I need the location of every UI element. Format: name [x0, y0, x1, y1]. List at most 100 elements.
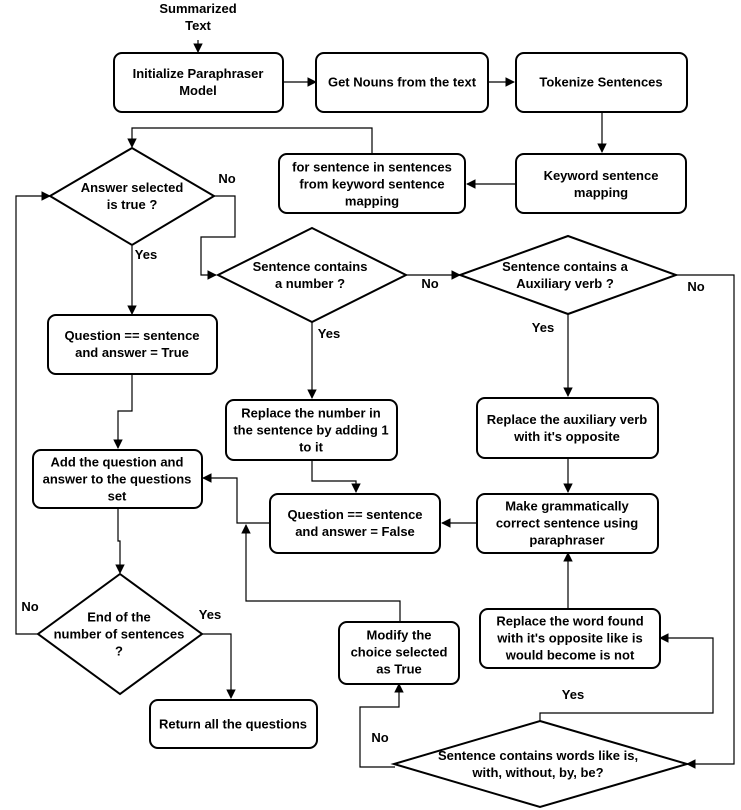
edge-qtrue-to-add — [113, 374, 133, 449]
node-modify-choice-text: Modify the choice selected as True — [351, 628, 448, 677]
node-contains-aux-text-line: Auxiliary verb ? — [516, 276, 614, 291]
node-add-question-text-line: answer to the questions — [43, 472, 192, 487]
node-add-question-text-line: Add the question and — [51, 455, 184, 470]
node-answer-selected-text-line: Answer selected — [81, 180, 184, 195]
node-end-sentences-text-line: ? — [115, 644, 123, 659]
node-get-nouns-box — [315, 52, 489, 113]
node-initialize-paraphraser-box — [113, 52, 284, 113]
node-contains-aux-text-line: Sentence contains a — [502, 259, 628, 274]
edge-end-yes — [202, 633, 236, 699]
node-init-model-text-line: Model — [179, 83, 217, 98]
edges — [15, 40, 735, 769]
node-question-false-text: Question == sentence and answer = False — [287, 507, 422, 539]
node-question-false-text-line: and answer = False — [295, 524, 415, 539]
node-make-grammatical-text: Make grammatically correct sentence using… — [496, 499, 638, 548]
node-contains-number-text: Sentence contains a number ? — [253, 259, 368, 291]
node-modify-choice-text-line: as True — [376, 662, 422, 677]
node-question-true-text: Question == sentence and answer = True — [64, 328, 199, 360]
node-end-sentences-diamond — [36, 572, 204, 696]
node-end-sentences-text-line: number of sentences — [54, 627, 185, 642]
node-tokenize-text: Tokenize Sentences — [539, 75, 662, 90]
node-for-loop-text: for sentence in sentences from keyword se… — [292, 160, 452, 209]
node-replace-word-text-line: would become is not — [505, 648, 635, 663]
node-contains-words-text-line: Sentence contains words like is, — [438, 748, 638, 763]
node-contains-number-text-line: Sentence contains — [253, 259, 368, 274]
node-contains-number-diamond — [215, 226, 409, 324]
node-for-loop-text-line: mapping — [345, 194, 399, 209]
node-replace-number-text-line: the sentence by adding 1 — [233, 423, 388, 438]
edge-label-end-yes: Yes — [199, 607, 221, 622]
node-question-false-text-line: Question == sentence — [287, 507, 422, 522]
node-return-questions-box — [149, 699, 318, 749]
node-replace-number-box — [225, 399, 398, 461]
node-contains-words-diamond — [390, 719, 691, 809]
node-keyword-mapping-text: Keyword sentence mapping — [544, 168, 659, 200]
nodes — [32, 52, 691, 809]
node-init-model-text-line: Initialize Paraphraser — [133, 66, 264, 81]
edge-label-number-yes: Yes — [318, 326, 340, 341]
edge-aux-no — [676, 274, 735, 769]
node-make-grammatical-text-line: Make grammatically — [505, 499, 629, 514]
node-return-questions-text-line: Return all the questions — [159, 717, 307, 732]
node-make-grammatical-text-line: correct sentence using — [496, 516, 638, 531]
edge-add-to-end — [115, 508, 125, 574]
node-contains-aux-text: Sentence contains a Auxiliary verb ? — [502, 259, 628, 291]
node-replace-aux-box — [476, 397, 659, 459]
node-get-nouns-text-line: Get Nouns from the text — [328, 75, 477, 90]
edge-modify-to-qfalse — [241, 524, 401, 621]
edge-end-no — [15, 191, 51, 635]
node-keyword-mapping-text-line: Keyword sentence — [544, 168, 659, 183]
edge-qfalse-to-add — [202, 473, 270, 524]
node-answer-selected-text-line: is true ? — [107, 197, 158, 212]
node-make-grammatical-box — [476, 493, 659, 554]
node-get-nouns-text: Get Nouns from the text — [328, 75, 477, 90]
node-contains-number-text-line: a number ? — [275, 276, 345, 291]
node-question-true-text-line: Question == sentence — [64, 328, 199, 343]
start-label-line: Text — [185, 18, 211, 33]
edge-answer-no — [200, 195, 236, 280]
edge-label-answer-yes: Yes — [135, 247, 157, 262]
node-replace-number-text-line: Replace the number in — [241, 406, 380, 421]
node-make-grammatical-text-line: paraphraser — [529, 533, 604, 548]
edge-replacenum-to-qfalse — [311, 460, 361, 493]
node-contains-aux-diamond — [457, 234, 679, 316]
node-for-loop-box — [278, 153, 466, 214]
edge-label-words-no: No — [371, 730, 388, 745]
edge-label-number-no: No — [421, 276, 438, 291]
node-keyword-mapping-box — [515, 153, 687, 214]
node-add-question-text: Add the question and answer to the questi… — [43, 455, 192, 504]
node-question-true-text-line: and answer = True — [75, 345, 189, 360]
node-contains-words-text: Sentence contains words like is, with, wi… — [438, 748, 638, 780]
node-end-sentences-text: End of the number of sentences? — [54, 610, 185, 659]
node-modify-choice-text-line: Modify the — [367, 628, 432, 643]
node-replace-word-box — [479, 608, 661, 669]
node-answer-selected-text: Answer selected is true ? — [81, 180, 184, 212]
node-tokenize-text-line: Tokenize Sentences — [539, 75, 662, 90]
node-replace-aux-text-line: with it's opposite — [513, 429, 620, 444]
node-add-question-box — [32, 449, 203, 509]
node-for-loop-text-line: from keyword sentence — [299, 177, 444, 192]
node-end-sentences-text-line: End of the — [87, 610, 151, 625]
node-modify-choice-box — [338, 621, 460, 685]
node-keyword-mapping-text-line: mapping — [574, 185, 628, 200]
edge-words-yes — [539, 633, 714, 721]
edge-label-aux-no: No — [687, 279, 704, 294]
node-contains-words-text-line: with, without, by, be? — [471, 765, 603, 780]
node-replace-number-text: Replace the number in the sentence by add… — [233, 406, 388, 455]
node-for-loop-text-line: for sentence in sentences — [292, 160, 452, 175]
node-question-true-box — [47, 314, 218, 375]
edge-label-aux-yes: Yes — [532, 320, 554, 335]
edge-label-answer-no: No — [218, 171, 235, 186]
edge-words-no — [359, 683, 404, 768]
node-replace-word-text-line: Replace the word found — [496, 614, 643, 629]
start-label-line: Summarized — [159, 1, 236, 16]
node-modify-choice-text-line: choice selected — [351, 645, 448, 660]
edge-loop-to-answer — [127, 127, 373, 154]
node-return-questions-text: Return all the questions — [159, 717, 307, 732]
node-answer-selected-diamond — [48, 146, 216, 247]
